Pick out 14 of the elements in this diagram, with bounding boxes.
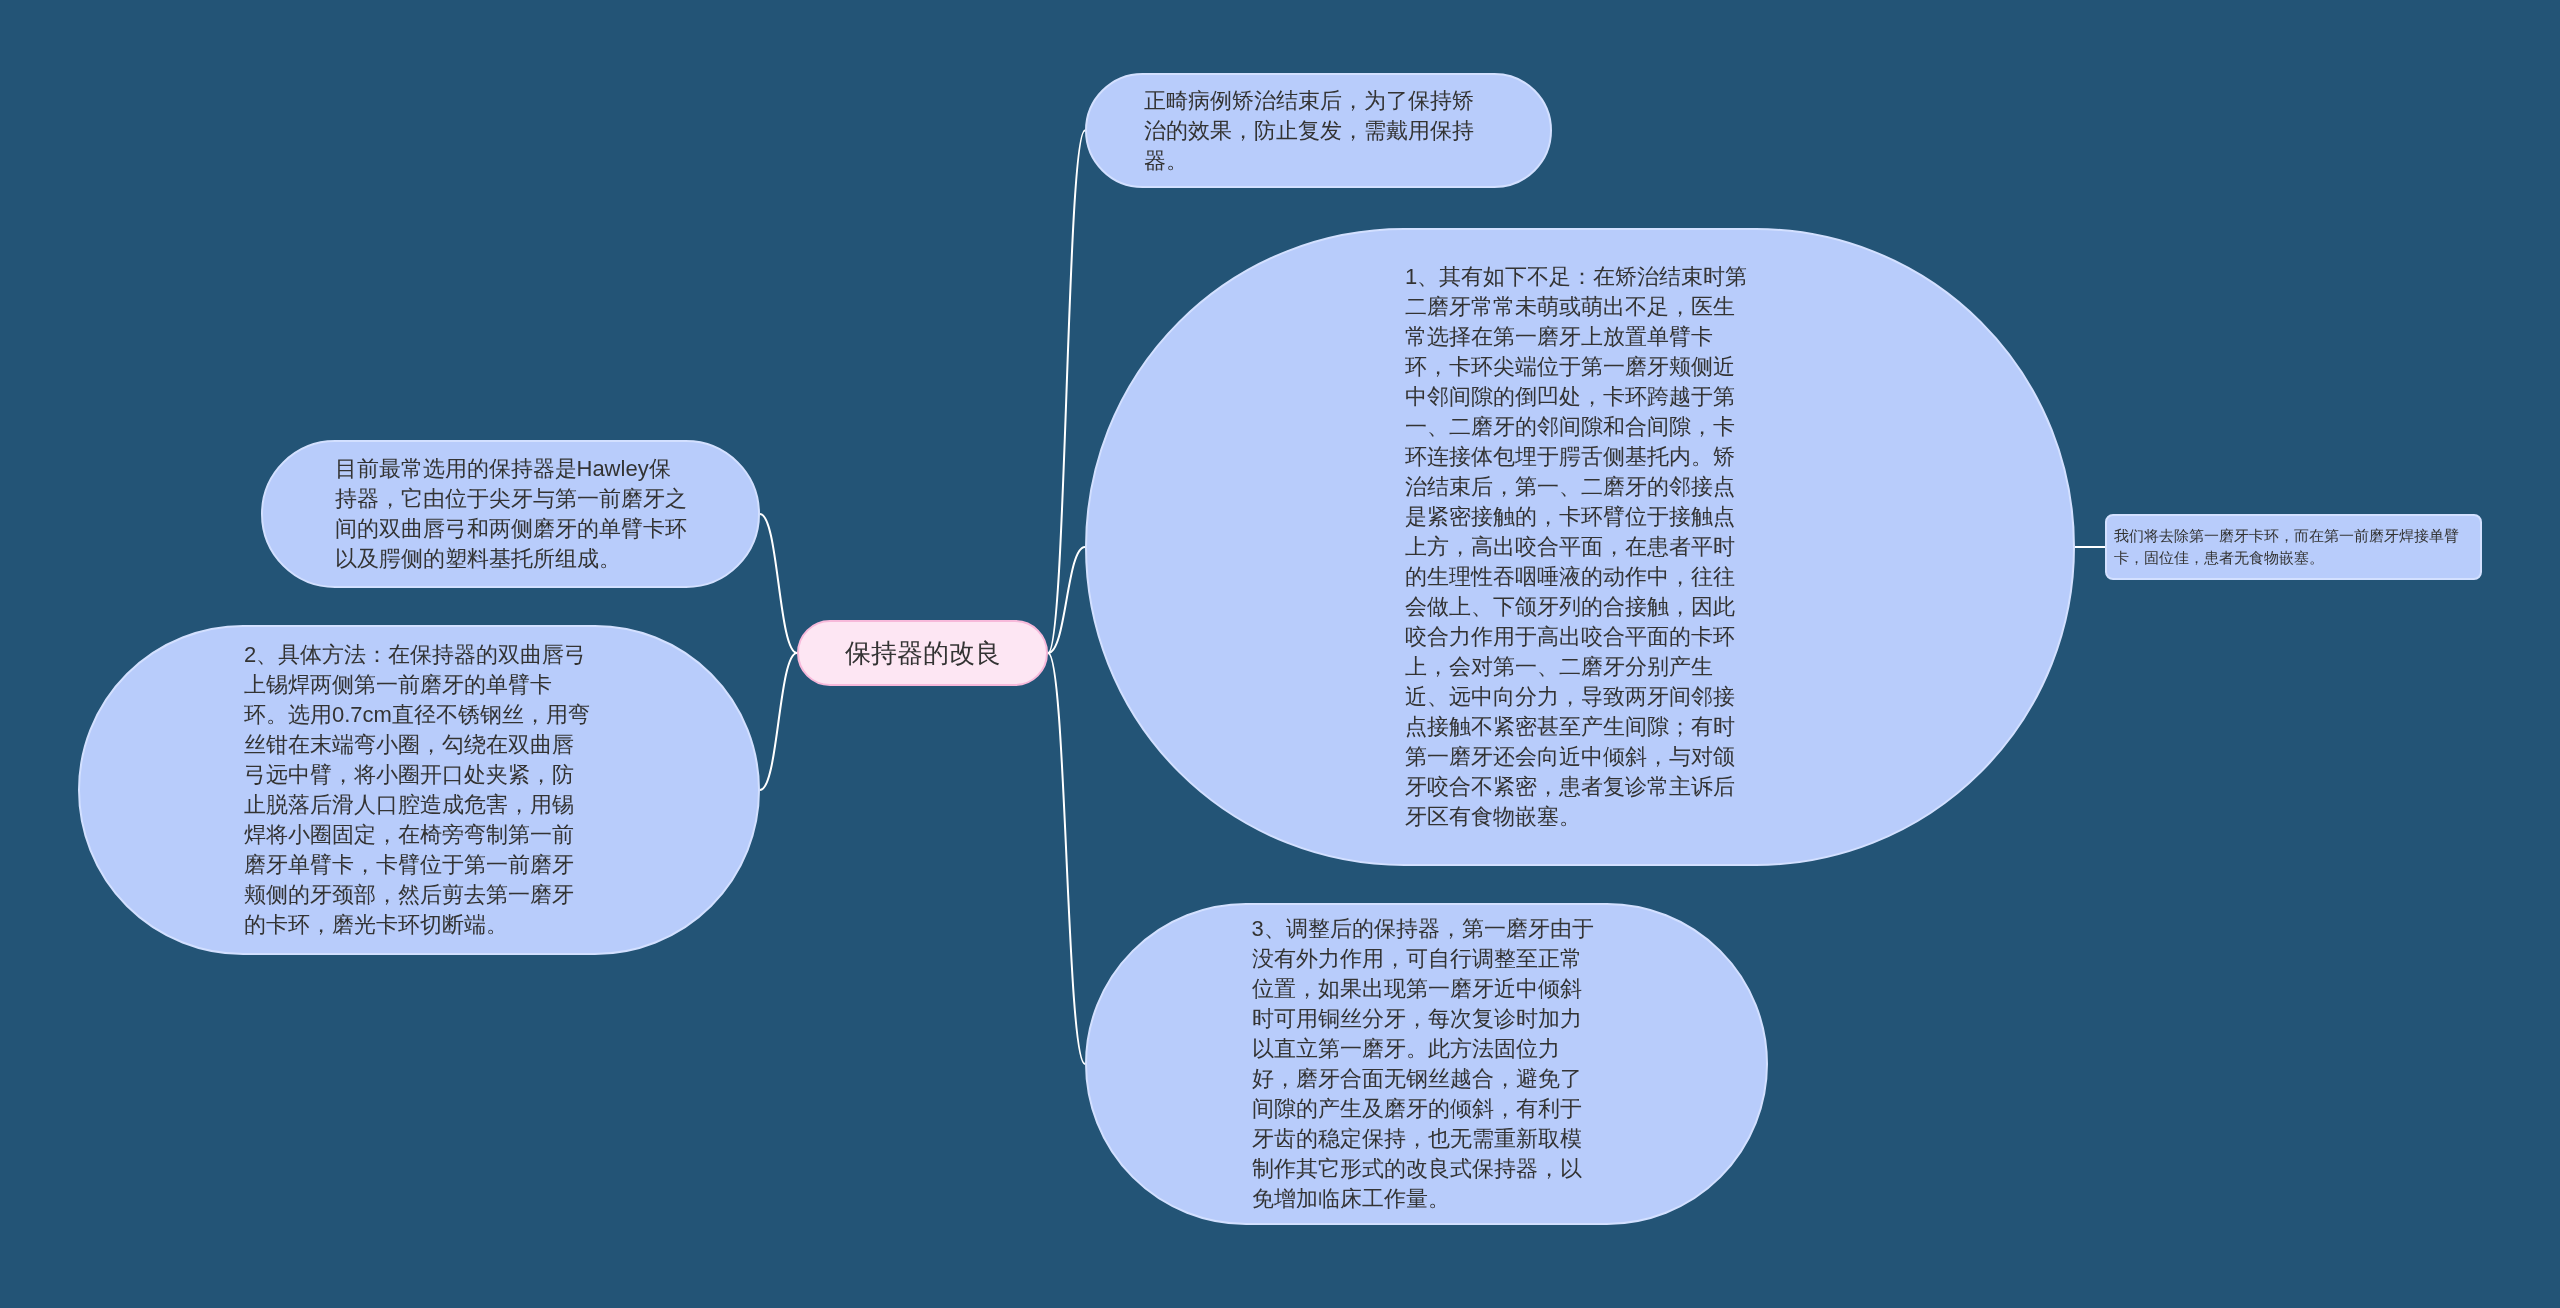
connector-line — [1047, 546, 1086, 654]
node-text: 正畸病例矫治结束后，为了保持矫治的效果，防止复发，需戴用保持器。 — [1143, 86, 1475, 175]
node-text: 3、调整后的保持器，第一磨牙由于没有外力作用，可自行调整至正常位置，如果出现第一磨牙近中倾斜时可用铜丝分牙，每次复诊时加力以直立第一磨牙。此方法固位力好，磨牙合面无钢丝越合，避免了间隙的产生及磨牙的倾斜，有利于牙齿的稳定保持，也无需重新取模制作其它形式的改良式保持器，以免增加临床工作量。 — [1251, 915, 1595, 1213]
node-text: 1、其有如下不足：在矫治结束时第二磨牙常常未萌或萌出不足，医生常选择在第一磨牙上放置单臂卡环，卡环尖端位于第一磨牙颊侧近中邻间隙的倒凹处，卡环跨越于第一、二磨牙的邻间隙和合间隙，卡环连接体包埋于腭舌侧基托内。矫治结束后，第一、二磨牙的邻接点是紧密接触的，卡环臂位于接触点上方，高出咬合平面，在患者平时的生理性吞咽唾液的动作中，往往会做上、下颌牙列的合接触，因此咬合力作用于高出咬合平面的卡环上，会对第一、二磨牙分别产生近、远中向分力，导致两牙间邻接点接触不紧密甚至产生间隙；有时第一磨牙还会向近中倾斜，与对颌牙咬合不紧密，患者复诊常主诉后牙区有食物嵌塞。 — [1405, 263, 1749, 831]
node-text: 我们将去除第一磨牙卡环，而在第一前磨牙焊接单臂卡，固位佳，患者无食物嵌塞。 — [2113, 526, 2460, 568]
connector-line — [1047, 129, 1086, 654]
node-text: 2、具体方法：在保持器的双曲唇弓上锡焊两侧第一前磨牙的单臂卡环。选用0.7cm直径不锈钢丝，用弯丝钳在末端弯小圈，勾绕在双曲唇弓远中臂，将小圈开口处夹紧，防止脱落后滑人口腔造成危害，用锡焊将小圈固定，在椅旁弯制第一前磨牙单臂卡，卡臂位于第一前磨牙颊侧的牙颈部，然后剪去第一磨牙的卡环，磨光卡环切断端。 — [244, 641, 591, 939]
node-text: 目前最常选用的保持器是Hawley保持器，它由位于尖牙与第一前磨牙之间的双曲唇弓和两侧磨牙的单臂卡环以及腭侧的塑料基托所组成。 — [334, 455, 687, 573]
topic-node — [2105, 514, 2482, 580]
connector-line — [759, 652, 798, 791]
connector-line — [1047, 652, 1086, 1065]
connector-line — [759, 513, 798, 654]
connector-line — [2074, 546, 2106, 548]
node-text: 保持器的改良 — [843, 636, 1002, 670]
